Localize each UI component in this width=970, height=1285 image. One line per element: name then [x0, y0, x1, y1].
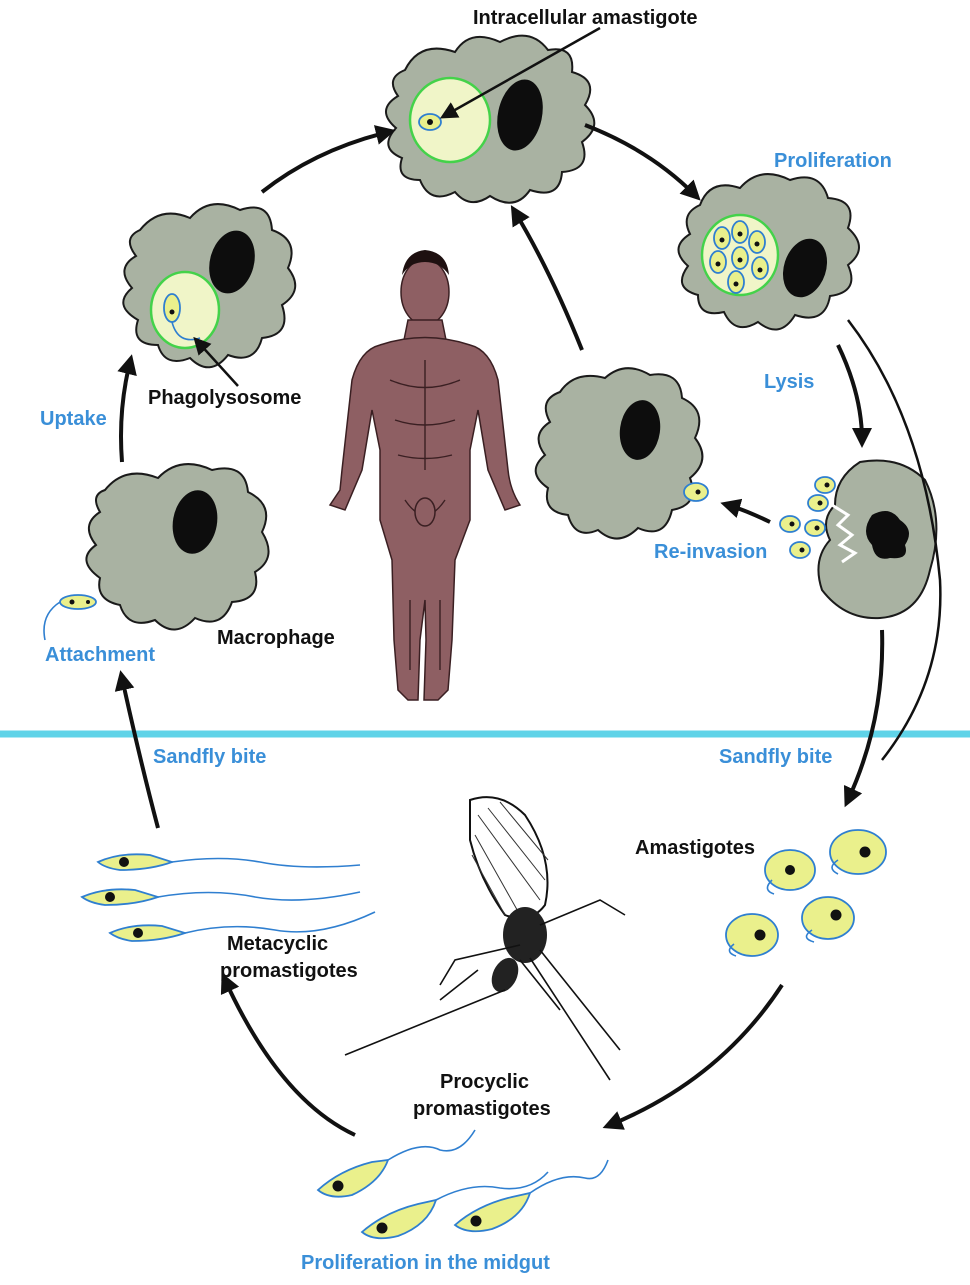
- label-procyclic-line2: promastigotes: [413, 1098, 551, 1120]
- human-host-figure: [328, 250, 522, 701]
- label-uptake: Uptake: [40, 408, 107, 430]
- label-phagolysosome: Phagolysosome: [148, 387, 301, 409]
- label-metacyclic-line1: Metacyclic: [227, 933, 328, 955]
- label-proliferation: Proliferation: [774, 150, 892, 172]
- label-intracellular-amastigote: Intracellular amastigote: [473, 7, 698, 29]
- macrophage-proliferation: [677, 173, 860, 331]
- macrophage-phagolysosome: [122, 203, 297, 369]
- metacyclic-promastigotes: [80, 853, 376, 942]
- label-sandfly-bite-right: Sandfly bite: [719, 746, 832, 768]
- sandfly-vector: [344, 796, 626, 1081]
- life-cycle-arrows: [114, 123, 942, 1137]
- macrophage-lysed: [817, 459, 938, 620]
- macrophage-reinvasion: [534, 367, 709, 540]
- macrophage-top: [385, 34, 596, 204]
- amastigotes-cluster: [725, 829, 887, 957]
- dividing-amastigotes: [709, 220, 769, 294]
- label-re-invasion: Re-invasion: [654, 541, 767, 563]
- label-amastigotes: Amastigotes: [635, 837, 755, 859]
- label-macrophage: Macrophage: [217, 627, 335, 649]
- released-amastigotes: [779, 476, 836, 559]
- label-proliferation-midgut: Proliferation in the midgut: [301, 1252, 550, 1274]
- label-lysis: Lysis: [764, 371, 814, 393]
- label-procyclic-line1: Procyclic: [440, 1071, 529, 1093]
- label-sandfly-bite-left: Sandfly bite: [153, 746, 266, 768]
- macrophage-attachment: [43, 463, 270, 641]
- procyclic-promastigotes: [316, 1129, 609, 1240]
- label-metacyclic-line2: promastigotes: [220, 960, 358, 982]
- label-attachment: Attachment: [45, 644, 155, 666]
